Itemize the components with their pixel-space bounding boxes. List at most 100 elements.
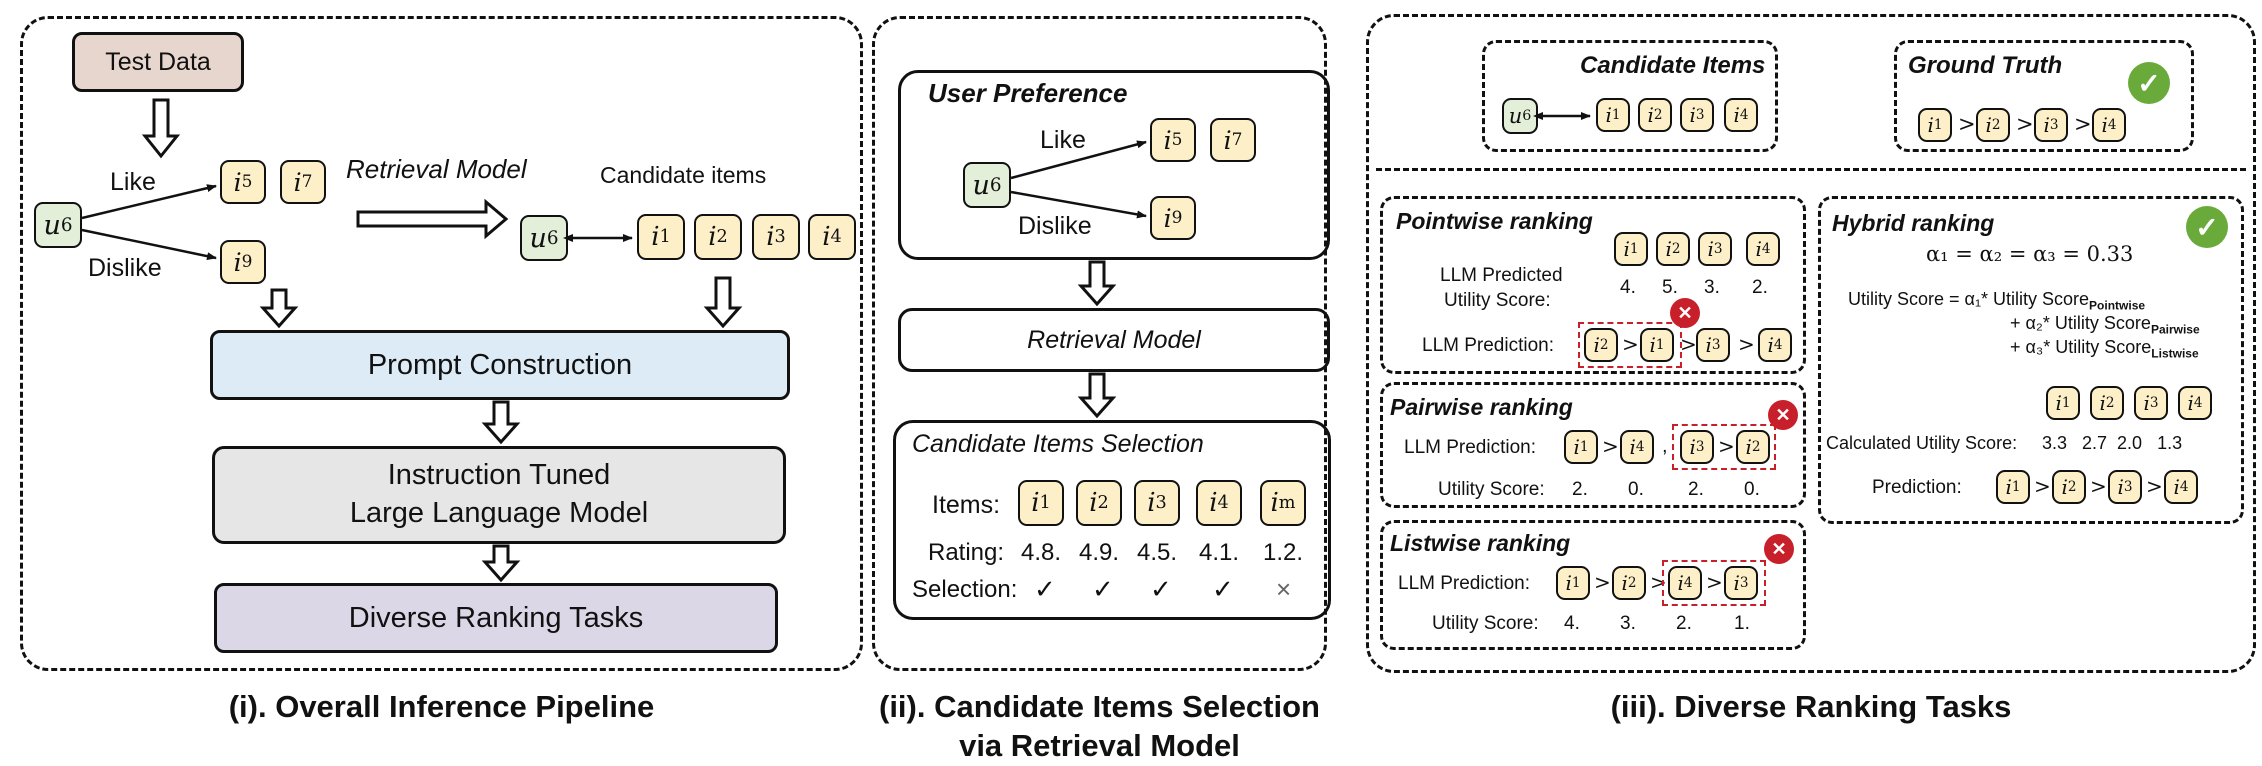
pa-comma: ,	[1662, 435, 1668, 457]
pa-pred-gt: >	[1718, 434, 1735, 458]
caption-ranking: (iii). Diverse Ranking Tasks	[1610, 689, 2012, 724]
down-arrow	[141, 98, 181, 159]
down-arrow	[481, 400, 521, 445]
lw-score: 2.	[1676, 613, 1692, 634]
llm-line1: Instruction Tuned	[387, 459, 611, 492]
ground-truth-check-icon: ✓	[2128, 62, 2170, 104]
lw-score: 1.	[1734, 613, 1750, 634]
hybrid-check-icon: ✓	[2186, 206, 2228, 248]
candidate-selection-box	[893, 420, 1331, 620]
pairwise-title: Pairwise ranking	[1390, 394, 1573, 420]
pa-pred-gt: >	[1602, 434, 1619, 458]
right-arrow	[356, 198, 509, 240]
hybrid-title: Hybrid ranking	[1832, 210, 1995, 236]
caption-pipeline: (i). Overall Inference Pipeline	[228, 689, 655, 724]
pointwise-title: Pointwise ranking	[1396, 208, 1593, 234]
down-arrow	[481, 544, 521, 583]
ground-truth-title: Ground Truth	[1908, 52, 2063, 79]
pref-like-edge	[1010, 140, 1147, 180]
test-data-box: Test Data	[72, 32, 244, 92]
pref-dislike-edge	[1010, 190, 1147, 219]
hybrid-calc-values: 3.3 2.7 2.0 1.3	[2042, 433, 2183, 453]
test-data-label: Test Data	[105, 47, 211, 76]
selection-cross-icon: ×	[1276, 574, 1292, 604]
rating-value: 4.9.	[1079, 539, 1120, 566]
candidate-selection-title: Candidate Items Selection	[912, 430, 1204, 458]
down-arrow	[259, 288, 299, 329]
pa-utility-label: Utility Score:	[1438, 479, 1545, 500]
pa-score: 0.	[1628, 479, 1644, 500]
gt-sign: >	[2016, 112, 2034, 136]
like-edge	[81, 184, 217, 220]
hybrid-prediction-label: Prediction:	[1872, 477, 1962, 498]
lw-error-highlight	[1662, 560, 1766, 606]
pa-error-highlight	[1672, 424, 1776, 470]
retrieval-model-box: Retrieval Model	[898, 308, 1330, 372]
gt-sign: >	[2074, 112, 2092, 136]
selection-check-icon: ✓	[1212, 574, 1234, 604]
pw-score: 5.	[1662, 277, 1678, 298]
pw-score: 2.	[1752, 277, 1768, 298]
listwise-title: Listwise ranking	[1390, 530, 1571, 556]
pa-score: 2.	[1688, 479, 1704, 500]
pa-prediction-label: LLM Prediction:	[1404, 437, 1537, 458]
ranking-panel	[1366, 14, 2256, 673]
pairwise-cross-icon: ✕	[1768, 400, 1798, 430]
lw-pred-gt: >	[1706, 570, 1723, 594]
like-label: Like	[110, 168, 156, 196]
hybrid-util-line3: + α₃* Utility ScoreListwise	[2010, 337, 2199, 361]
caption-selection-line2: via Retrieval Model	[959, 727, 1240, 763]
pw-pred-gt: >	[1622, 332, 1639, 356]
lw-pred-gt: >	[1594, 570, 1611, 594]
pw-error-highlight	[1578, 322, 1682, 368]
lw-utility-label: Utility Score:	[1432, 613, 1539, 634]
down-arrow	[1077, 260, 1117, 307]
lw-score: 3.	[1620, 613, 1636, 634]
rating-label: Rating:	[928, 539, 1005, 566]
listwise-box	[1380, 520, 1806, 650]
prompt-construction-box: Prompt Construction	[210, 330, 790, 400]
pairwise-box	[1380, 382, 1806, 508]
dislike-edge	[81, 228, 217, 261]
selection-check-icon: ✓	[1034, 574, 1056, 604]
lw-score: 4.	[1564, 613, 1580, 634]
hy-pred-gt: >	[2090, 474, 2107, 498]
pw-utility-label-2: Utility Score:	[1444, 290, 1551, 311]
hybrid-util-line1: Utility Score = α₁* Utility ScorePointwi…	[1848, 289, 2146, 313]
selection-label: Selection:	[912, 576, 1018, 603]
